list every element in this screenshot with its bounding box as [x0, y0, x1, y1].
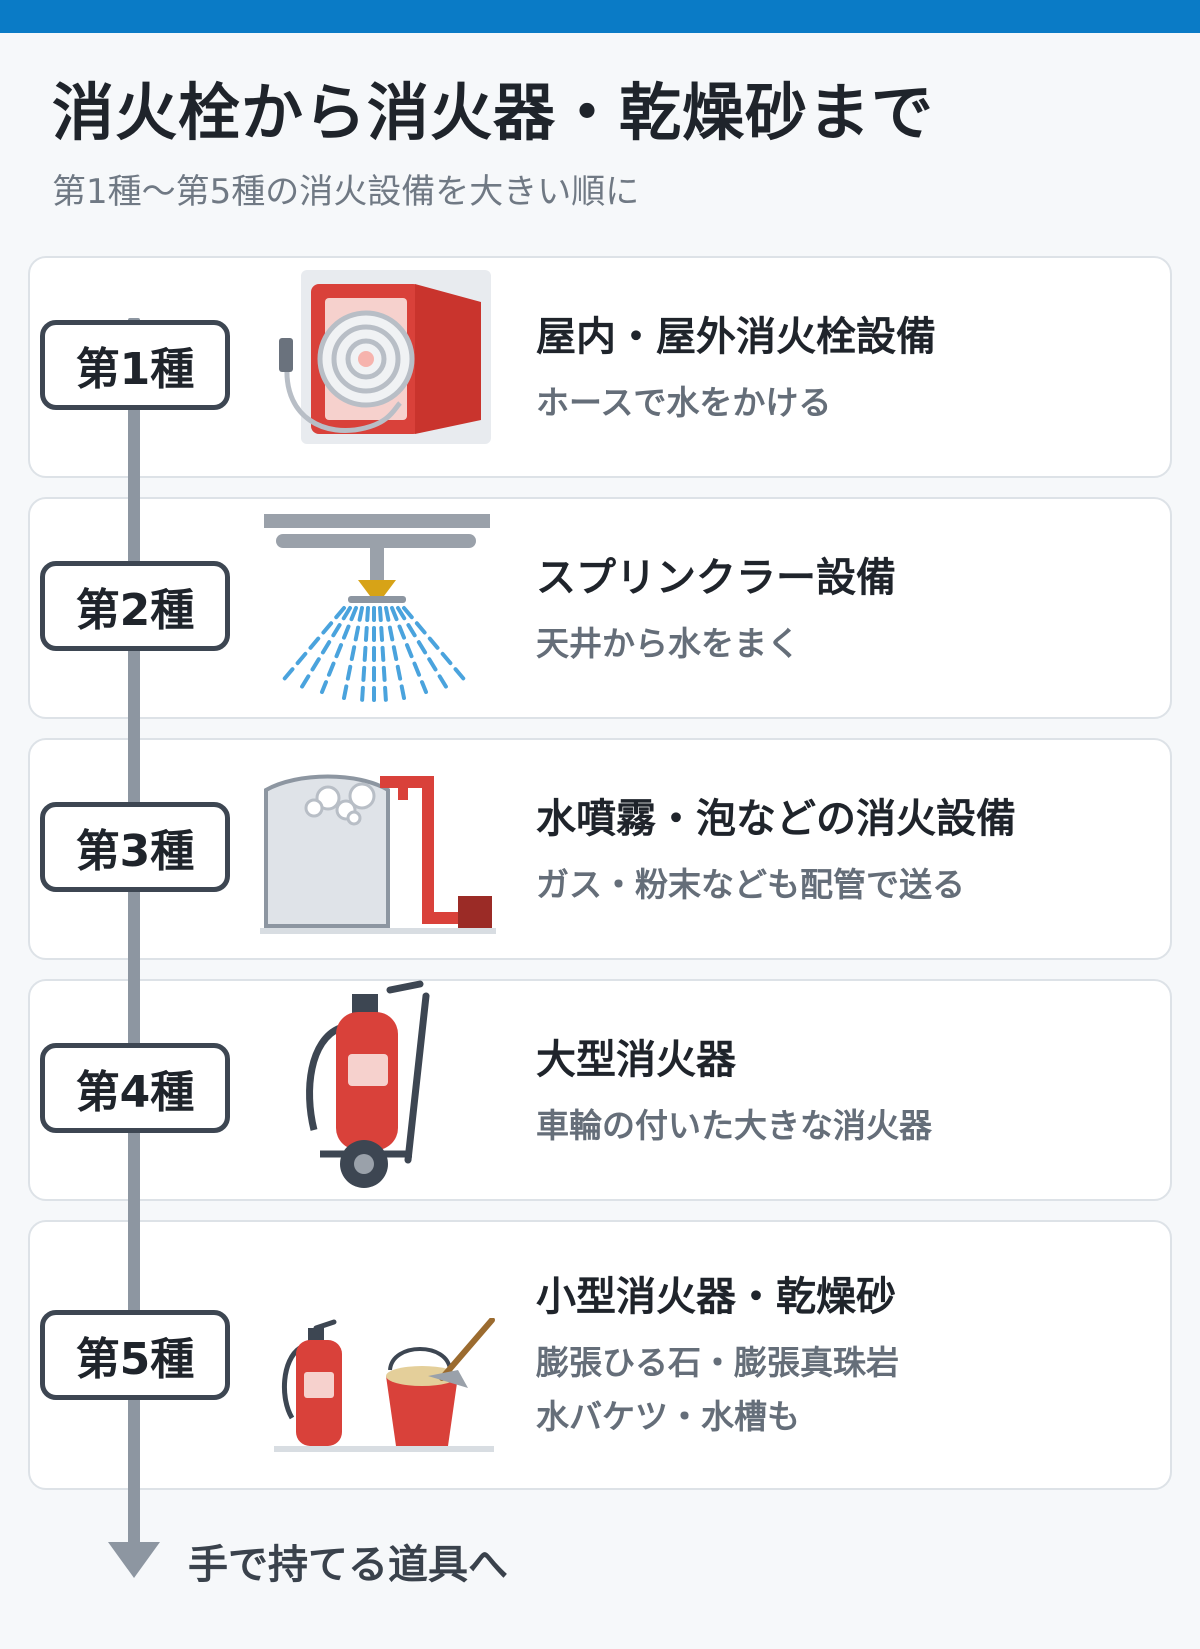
page-subtitle: 第1種〜第5種の消火設備を大きい順に — [52, 172, 640, 212]
extinguisher-sand-bucket-icon — [274, 1318, 495, 1452]
category-desc-5b: 水バケツ・水槽も — [536, 1397, 800, 1436]
header-bar — [0, 0, 1200, 33]
badge-category-1: 第1種 — [40, 320, 230, 410]
category-title-4: 大型消火器 — [536, 1037, 736, 1083]
category-title-2: スプリンクラー設備 — [536, 555, 896, 601]
category-title-3: 水噴霧・泡などの消火設備 — [536, 796, 1016, 842]
fire-hydrant-hose-cabinet-icon — [279, 270, 491, 444]
page-title: 消火栓から消火器・乾燥砂まで — [52, 76, 935, 149]
badge-category-2: 第2種 — [40, 561, 230, 651]
category-desc-3: ガス・粉末なども配管で送る — [536, 865, 965, 904]
category-desc-2: 天井から水をまく — [536, 624, 800, 663]
wheeled-extinguisher-icon — [306, 980, 430, 1188]
foam-tank-piping-icon — [260, 774, 496, 934]
sprinkler-icon — [264, 514, 490, 704]
badge-category-3: 第3種 — [40, 802, 230, 892]
category-desc-1: ホースで水をかける — [536, 383, 832, 422]
timeline-arrow-icon — [108, 1542, 160, 1578]
badge-category-5: 第5種 — [40, 1310, 230, 1400]
category-desc-4: 車輪の付いた大きな消火器 — [536, 1106, 932, 1145]
badge-category-4: 第4種 — [40, 1043, 230, 1133]
category-title-5: 小型消火器・乾燥砂 — [536, 1274, 896, 1320]
category-desc-5a: 膨張ひる石・膨張真珠岩 — [536, 1343, 899, 1382]
timeline-end-label: 手で持てる道具へ — [188, 1542, 508, 1588]
category-title-1: 屋内・屋外消火栓設備 — [536, 314, 936, 360]
